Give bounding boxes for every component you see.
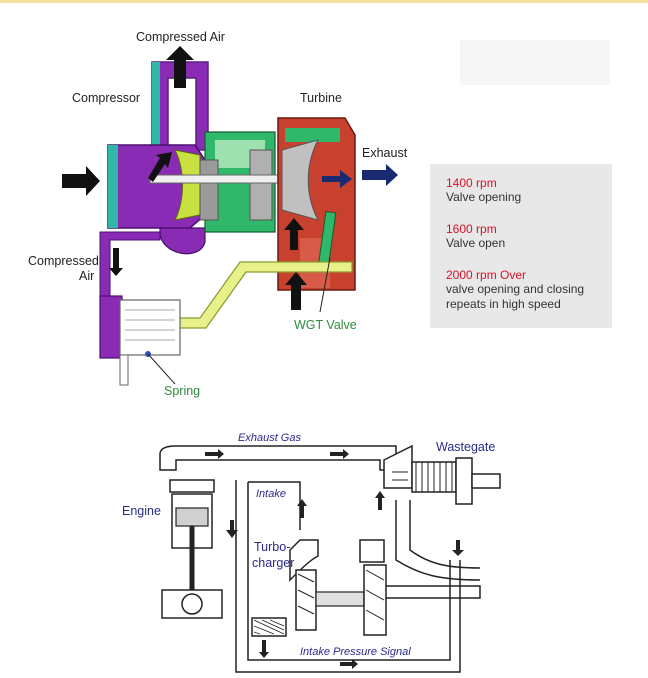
rpm-row-3: 2000 rpm Over valve opening and closing … [446, 268, 606, 311]
label-turbine: Turbine [300, 91, 342, 105]
outlet-duct-edge [152, 62, 160, 150]
rpm-value: 1600 rpm [446, 222, 505, 236]
label-compressed-air-left-1: Compressed [28, 254, 99, 268]
turbine-housing-top-green [285, 128, 340, 142]
heat-shield [250, 150, 272, 220]
turbine-inlet-flange [360, 540, 384, 562]
engine-piston [176, 508, 208, 526]
label-wastegate: Wastegate [436, 440, 495, 454]
label-engine: Engine [122, 504, 161, 518]
label-spring: Spring [164, 384, 200, 398]
label-compressor: Compressor [72, 91, 140, 105]
wastegate-pushrod [472, 474, 500, 488]
label-compressed-air-top: Compressed Air [136, 30, 225, 44]
turbo-bearing [316, 592, 364, 606]
turbo-compressor-housing [296, 570, 316, 630]
ghost-watermark-box [460, 40, 610, 85]
signal-arrow [452, 540, 464, 556]
engine-head [170, 480, 214, 492]
filter-air-arrow [259, 640, 269, 658]
spring-leader [148, 354, 175, 384]
compressor-volute [160, 228, 205, 254]
exhaust-flow-arrow-left [205, 449, 224, 459]
backplate [200, 160, 218, 220]
crankshaft [182, 594, 202, 614]
rpm-info-panel: 1400 rpm Valve opening 1600 rpm Valve op… [430, 164, 612, 328]
boost-down-arrow [109, 248, 123, 276]
exhaust-gas-loop [160, 446, 396, 470]
boost-feed-pipe [100, 232, 160, 300]
rpm-description: Valve opening [446, 190, 521, 204]
label-turbo-1: Turbo- [254, 540, 290, 554]
wastegate-valve-body [384, 446, 412, 488]
label-wgt-valve: WGT Valve [294, 318, 357, 332]
exhaust-outlet-pipe [386, 586, 480, 598]
rpm-description: Valve open [446, 236, 505, 250]
rpm-value: 1400 rpm [446, 176, 521, 190]
intake-air-arrow [62, 166, 100, 196]
wastegate-bypass [396, 500, 480, 580]
label-exhaust: Exhaust [362, 146, 407, 160]
label-exhaust-gas: Exhaust Gas [238, 432, 301, 445]
rpm-row-1: 1400 rpm Valve opening [446, 176, 521, 205]
wastegate-diaphragm [456, 458, 472, 504]
turbine-gas-up-arrow [375, 491, 385, 510]
intake-loop [236, 480, 460, 672]
actuator-diaphragm [100, 296, 122, 358]
exhaust-arrow [362, 164, 398, 186]
actuator-canister [120, 300, 180, 355]
label-intake-pressure-signal: Intake Pressure Signal [300, 646, 411, 659]
rpm-value: 2000 rpm Over [446, 268, 606, 282]
rpm-description: valve opening and closing repeats in hig… [446, 282, 606, 311]
compressor-inlet-rim [108, 145, 118, 228]
label-intake: Intake [256, 488, 286, 501]
label-turbo-2: charger [252, 556, 294, 570]
actuator-bracket [120, 355, 128, 385]
label-compressed-air-left-2: Air [79, 269, 94, 283]
rpm-row-2: 1600 rpm Valve open [446, 222, 505, 251]
intake-up-arrow [297, 499, 307, 518]
exhaust-flow-arrow-right [330, 449, 349, 459]
